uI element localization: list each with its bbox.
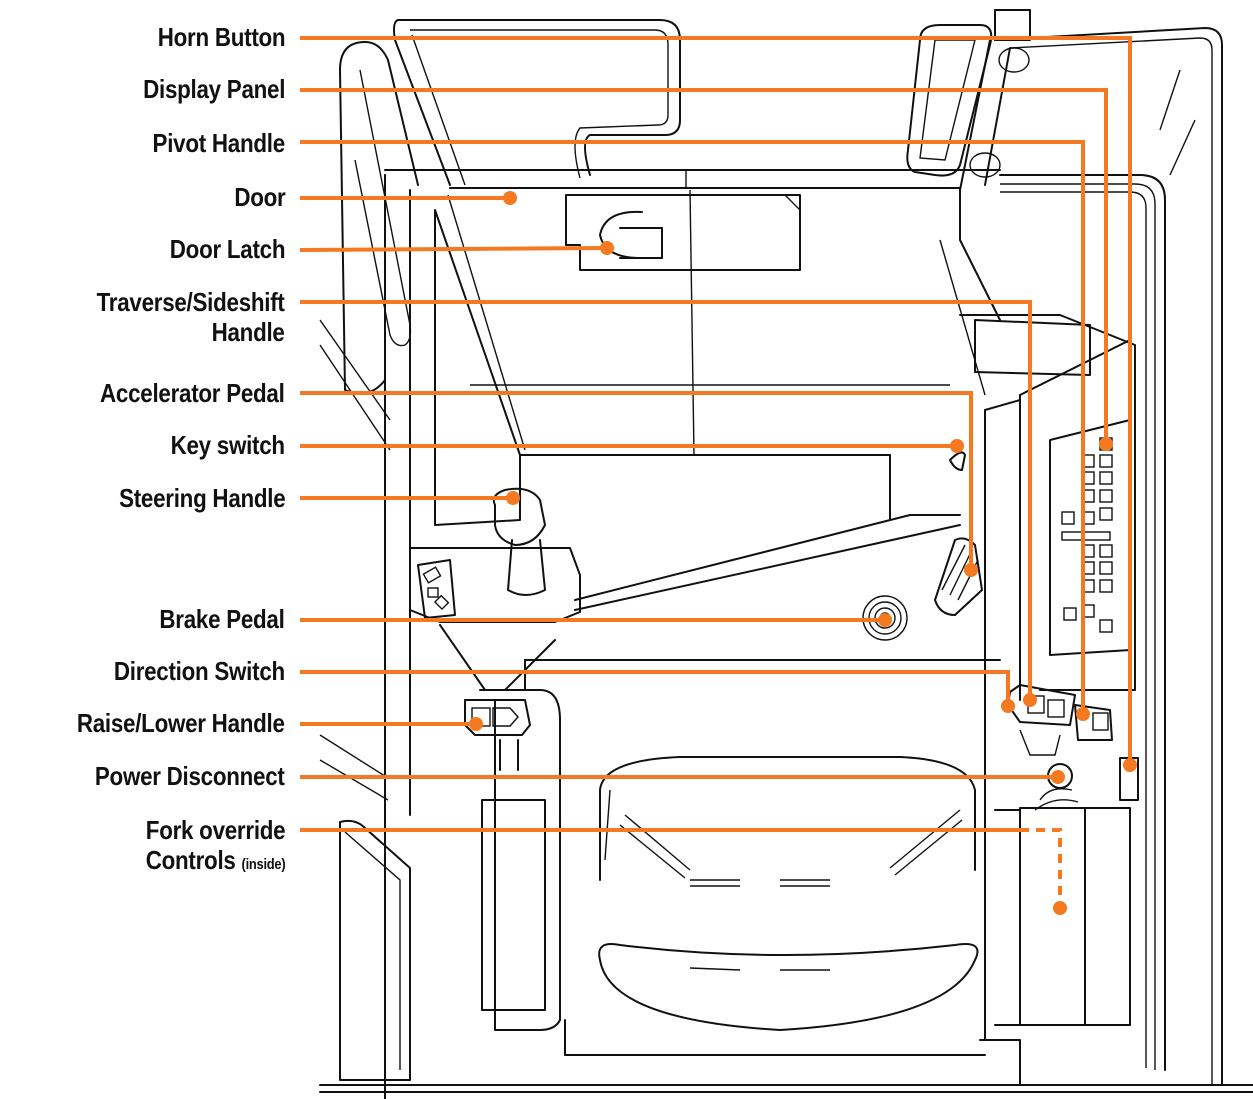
label-power-disconnect: Power Disconnect [95,761,285,791]
base-rail [319,1084,1253,1093]
display-key [1063,607,1077,621]
leader-display-panel [300,88,1108,444]
label-fork-override-line2: Controls (inside) [145,845,285,880]
door-latch-bracket [565,194,801,271]
leader-brake-pedal-dot [878,613,892,627]
display-key [1061,511,1075,525]
leader-door-latch [299,246,608,252]
fork-override-cabinet [994,807,1131,1026]
leader-accelerator-pedal [300,391,973,570]
leader-fork-override-dot [1053,901,1067,915]
display-key [1099,471,1113,485]
label-pivot-handle: Pivot Handle [152,128,286,158]
label-traverse-sideshift-handle: Traverse/Sideshift Handle [97,287,285,347]
leader-horn-button [300,36,1132,765]
leader-fork-override-dashed [1020,828,1062,908]
label-traverse-sideshift-line2: Handle [211,317,285,347]
leader-raise-lower-handle-dot [469,717,483,731]
leader-display-panel-dot [1099,437,1113,451]
label-fork-override-controls: Fork override Controls (inside) [145,815,285,880]
control-switch-cluster [1007,684,1113,756]
display-key [1099,544,1113,558]
display-panel-keys [1061,437,1113,633]
display-key [1099,561,1113,575]
label-door-latch: Door Latch [169,234,286,264]
label-display-panel: Display Panel [142,74,285,104]
label-direction-switch: Direction Switch [113,656,285,686]
leader-steering-handle-dot [506,491,520,505]
steering-column [409,487,581,691]
leader-traverse-sideshift-dot [1023,693,1037,707]
label-fork-override-line1: Fork override [145,815,285,845]
label-steering-handle: Steering Handle [118,483,286,513]
label-fork-override-controls-word: Controls [145,845,236,875]
label-traverse-sideshift-line1: Traverse/Sideshift [96,287,285,317]
display-key [1099,507,1113,521]
leader-door-dot [503,191,517,205]
operator-seat [564,756,986,1056]
label-key-switch: Key switch [170,430,285,460]
leader-direction-switch-dot [1001,699,1015,713]
leader-door-latch-dot [600,241,614,255]
leader-accelerator-pedal-dot [964,563,978,577]
leader-pivot-handle [300,140,1085,714]
label-raise-lower-handle: Raise/Lower Handle [77,708,285,738]
leader-horn-button-dot [1123,758,1137,772]
label-brake-pedal: Brake Pedal [159,604,285,634]
leader-direction-switch [300,670,1010,706]
leader-pivot-handle-dot [1076,707,1090,721]
display-key [1099,619,1113,633]
display-key [1099,454,1113,468]
windshield [434,170,1001,526]
cab-frame [959,9,1223,1086]
label-fork-override-note: (inside) [241,856,285,873]
floor [524,451,1001,691]
leader-traverse-sideshift [300,300,1032,700]
door-frame [319,19,1001,1099]
leader-lines [299,36,1137,915]
label-door: Door [233,182,285,212]
label-horn-button: Horn Button [157,22,285,52]
leader-power-disconnect-dot [1051,770,1065,784]
display-readout-bar [1061,531,1111,541]
display-key [1099,489,1113,503]
right-console [959,314,1136,1041]
left-lower-panel [339,819,1021,1086]
label-accelerator-pedal: Accelerator Pedal [100,378,285,408]
armrest [464,689,561,1031]
display-key [1099,579,1113,593]
leader-key-switch-dot [950,439,964,453]
